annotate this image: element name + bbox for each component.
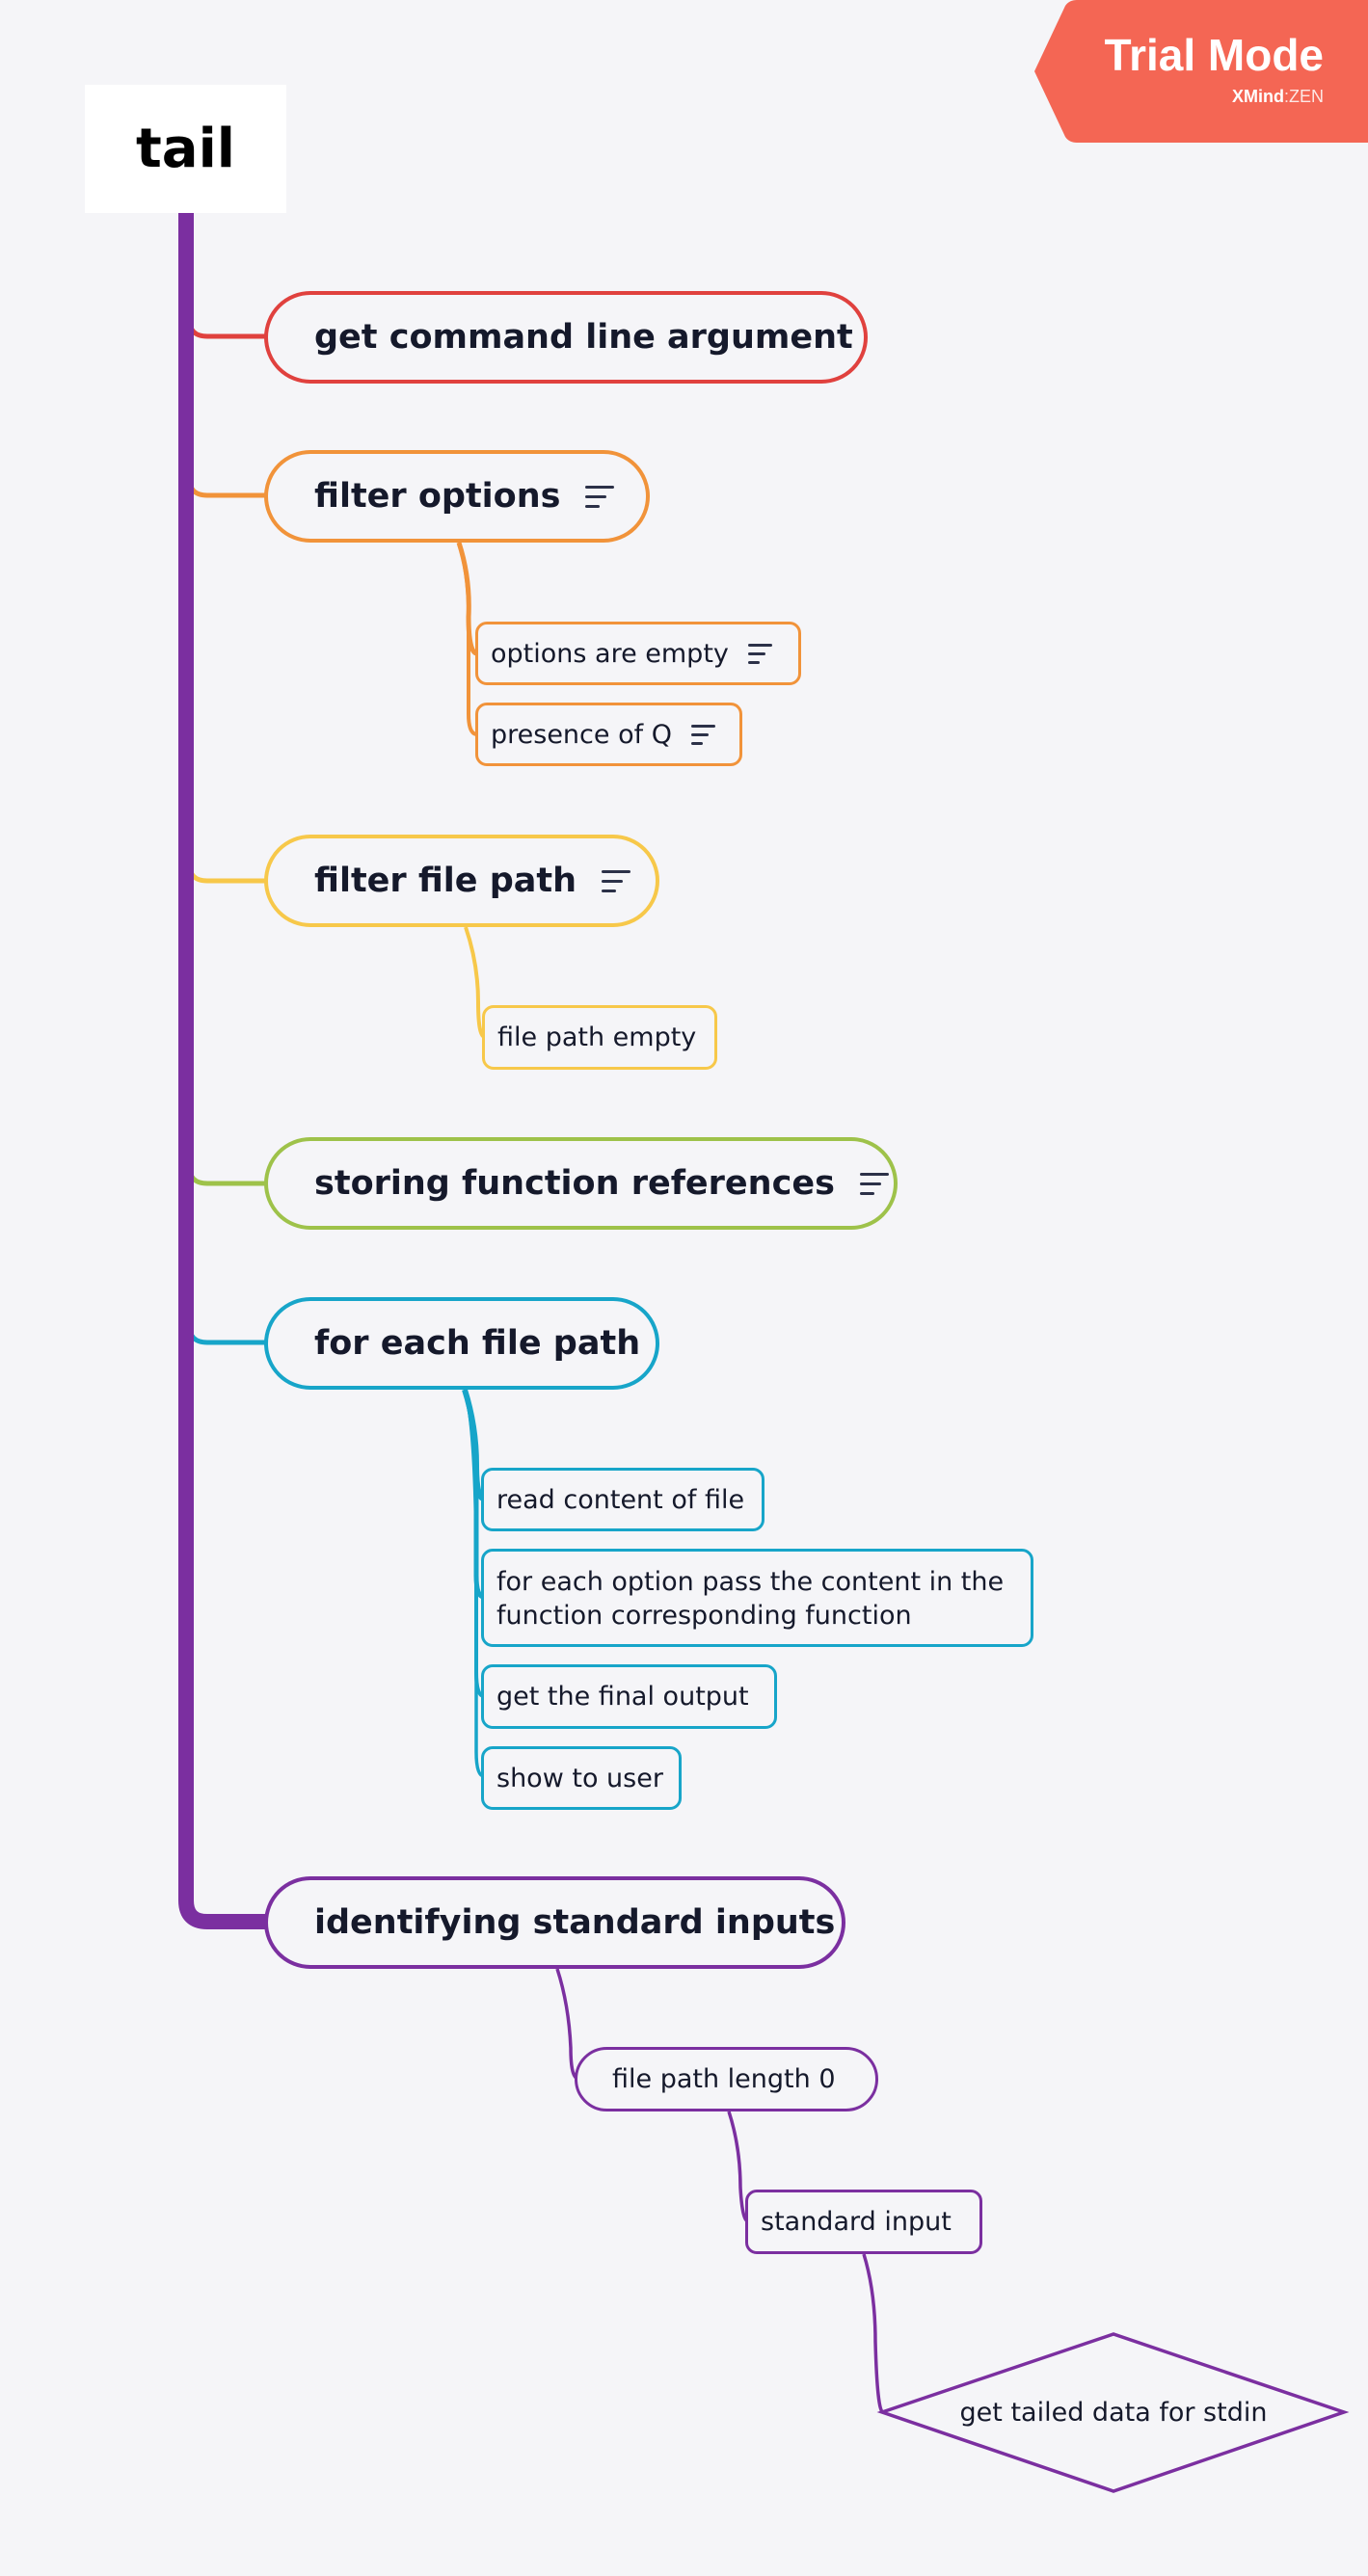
subtopic-show-to-user[interactable]: show to user xyxy=(481,1746,682,1810)
notes-icon[interactable] xyxy=(602,869,631,892)
topic-label: for each file path xyxy=(314,1324,641,1363)
subtopic-label: standard input xyxy=(761,2207,952,2237)
branch-red xyxy=(186,317,266,339)
topic-storing-function-references[interactable]: storing function references xyxy=(264,1137,898,1230)
brand-edition: ZEN xyxy=(1289,87,1324,106)
notes-icon[interactable] xyxy=(585,485,615,508)
topic-label: identifying standard inputs xyxy=(314,1903,836,1942)
topic-for-each-file-path[interactable]: for each file path xyxy=(264,1297,659,1390)
subtopic-get-tailed-data-for-stdin[interactable]: get tailed data for stdin xyxy=(881,2378,1346,2446)
topic-label: storing function references xyxy=(314,1164,835,1203)
subtopic-presence-of-q[interactable]: presence of Q xyxy=(475,703,742,766)
notes-icon[interactable] xyxy=(690,724,715,745)
subtopic-label: file path length 0 xyxy=(612,2064,836,2094)
subtopic-file-path-empty[interactable]: file path empty xyxy=(482,1005,717,1070)
notes-icon[interactable] xyxy=(747,643,772,664)
topic-filter-file-path[interactable]: filter file path xyxy=(264,835,659,927)
subtopic-label: show to user xyxy=(496,1763,663,1793)
branch-yellow xyxy=(186,862,266,884)
brand-name: XMind xyxy=(1231,87,1284,106)
subtopic-for-each-option[interactable]: for each option pass the content in the … xyxy=(481,1549,1033,1647)
trial-mode-banner[interactable]: Trial Mode XMind:ZEN xyxy=(1034,0,1368,143)
subtopic-label-line-1: for each option pass the content in the xyxy=(496,1567,1005,1597)
sub-purple-2 xyxy=(727,2111,749,2223)
subtopic-standard-input[interactable]: standard input xyxy=(745,2190,982,2254)
notes-icon[interactable] xyxy=(859,1172,889,1195)
sub-blue-4 xyxy=(463,1389,485,1778)
branch-blue xyxy=(186,1323,266,1345)
subtopic-get-the-final-output[interactable]: get the final output xyxy=(481,1664,777,1729)
root-label: tail xyxy=(136,118,235,180)
topic-filter-options[interactable]: filter options xyxy=(264,450,650,543)
topic-identifying-standard-inputs[interactable]: identifying standard inputs xyxy=(264,1876,845,1969)
trunk-line xyxy=(178,213,266,1929)
subtopic-options-are-empty[interactable]: options are empty xyxy=(475,622,801,685)
subtopic-label: presence of Q xyxy=(491,719,672,750)
sub-purple-3 xyxy=(862,2253,884,2414)
trial-mode-title: Trial Mode xyxy=(1104,30,1324,80)
trial-banner-shape xyxy=(1034,0,1368,143)
branch-orange xyxy=(186,476,266,498)
brand-separator: : xyxy=(1283,87,1289,106)
trial-brand-label: XMind:ZEN xyxy=(1232,87,1324,107)
topic-label: get command line argument xyxy=(314,318,853,357)
subtopic-file-path-length-0[interactable]: file path length 0 xyxy=(575,2047,878,2111)
subtopic-label: get the final output xyxy=(496,1682,749,1712)
subtopic-label: file path empty xyxy=(497,1022,697,1052)
branch-green xyxy=(186,1164,266,1186)
sub-blue-3 xyxy=(463,1389,485,1698)
topic-label: filter options xyxy=(314,477,561,516)
diamond-shape xyxy=(876,2332,1350,2493)
subtopic-label: read content of file xyxy=(496,1484,745,1515)
subtopic-label-line-2: function corresponding function xyxy=(496,1601,912,1631)
sub-yellow-1 xyxy=(464,926,486,1039)
sub-orange-2 xyxy=(457,542,478,736)
root-topic[interactable]: tail xyxy=(85,85,286,213)
sub-purple-1 xyxy=(555,1968,579,2081)
subtopic-read-content-of-file[interactable]: read content of file xyxy=(481,1468,764,1531)
subtopic-label: options are empty xyxy=(491,638,729,669)
topic-get-command-line-argument[interactable]: get command line argument xyxy=(264,291,868,384)
topic-label: filter file path xyxy=(314,862,577,900)
subtopic-label: get tailed data for stdin xyxy=(959,2397,1268,2428)
